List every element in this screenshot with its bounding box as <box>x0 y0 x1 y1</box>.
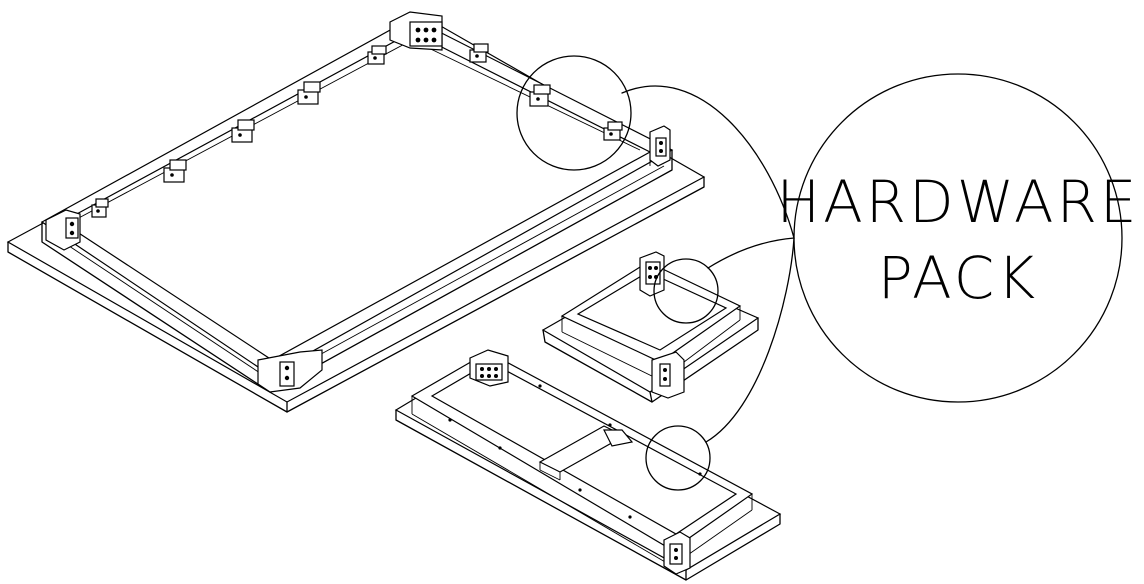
long-narrow-frame-assembly <box>394 349 782 581</box>
long-frame-center-divider <box>538 425 634 481</box>
detail-markers <box>516 55 795 491</box>
large-frame-assembly <box>6 11 706 413</box>
small-square-frame-assembly <box>541 251 760 403</box>
leader-line-2 <box>707 237 795 269</box>
detail-circle-long-frame <box>645 425 711 491</box>
long-frame-screw-dots <box>448 384 702 519</box>
hardware-pack-callout: HARDWARE PACK <box>776 73 1139 403</box>
long-frame-corner-brackets <box>469 349 691 575</box>
large-frame-hardware-blocks <box>91 43 623 218</box>
large-frame-rails <box>40 17 674 393</box>
leader-line-1 <box>621 85 795 239</box>
large-frame-corner-brackets <box>45 11 671 393</box>
small-frame-corner-brackets <box>639 251 685 399</box>
callout-line-1: HARDWARE <box>776 168 1139 236</box>
leader-line-3 <box>705 237 795 443</box>
detail-circle-square-frame <box>653 258 719 324</box>
detail-circle-large-frame <box>516 55 632 171</box>
callout-circle <box>793 73 1123 403</box>
callout-line-2: PACK <box>878 244 1038 312</box>
